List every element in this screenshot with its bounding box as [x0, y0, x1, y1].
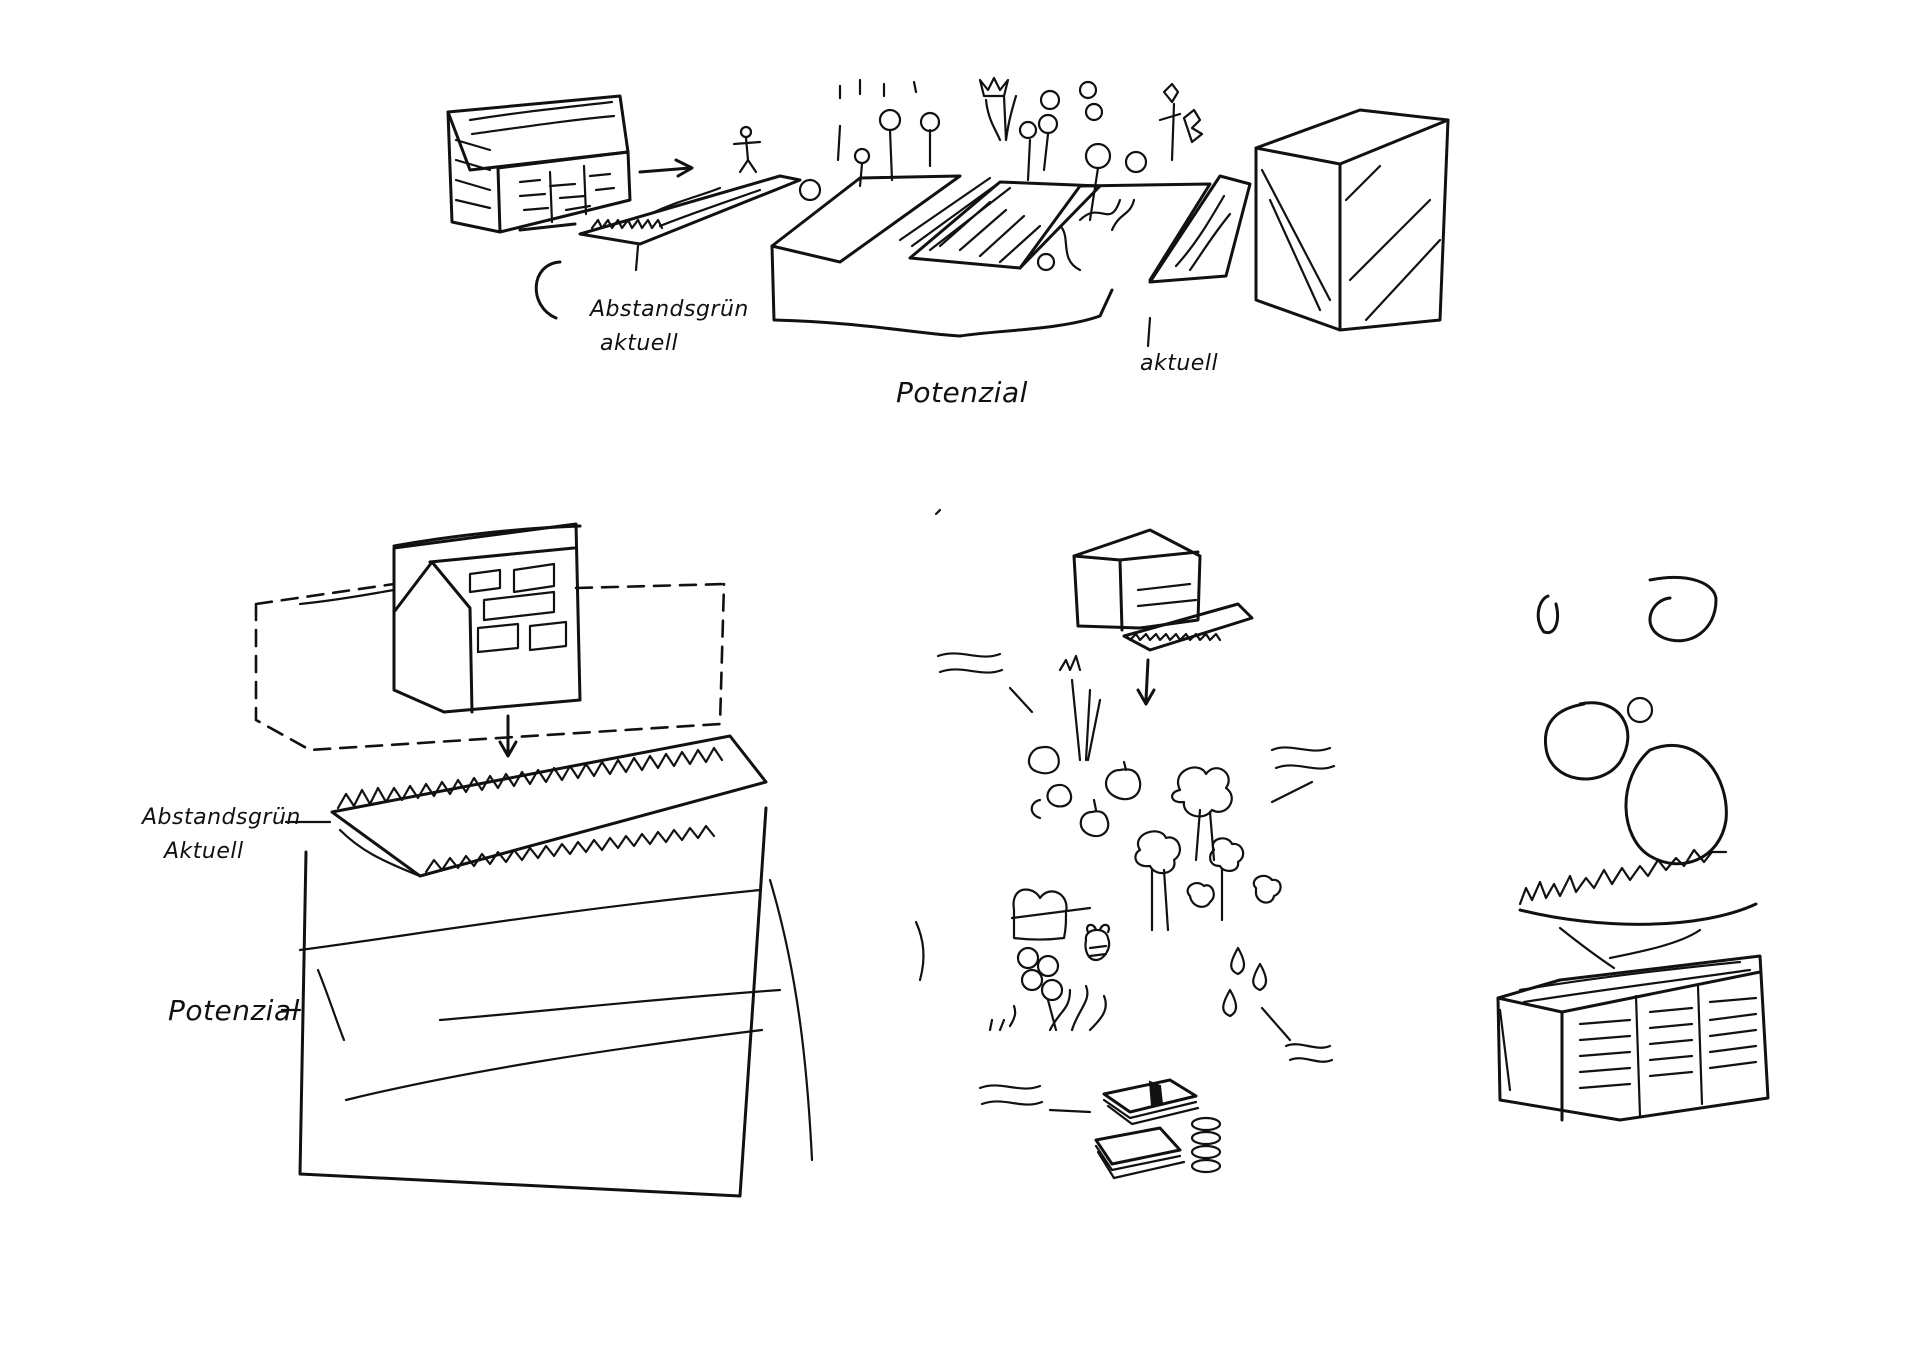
small-grass-strip	[1122, 602, 1254, 652]
arrow-down-right	[518, 222, 577, 232]
arrow-tree	[1270, 780, 1314, 804]
wind-icon-bottom-right	[1284, 1043, 1334, 1063]
bracket-left	[534, 260, 562, 320]
top-panorama: Abstandsgrün aktuell	[446, 76, 1450, 409]
grass-base	[1518, 902, 1758, 926]
trees-icon	[1134, 766, 1282, 932]
water-drops-icon	[1222, 946, 1268, 1018]
label-left-potenzial: Potenzial	[168, 994, 300, 1027]
person-figure	[732, 125, 762, 174]
tower-building-sketch	[1254, 108, 1450, 332]
arrow-right	[638, 158, 694, 178]
wind-icon	[936, 652, 1004, 674]
label-tick	[634, 244, 640, 272]
bubble-small-2	[1648, 575, 1718, 643]
building-right-sketch	[1496, 954, 1770, 1122]
dashed-frame	[254, 582, 728, 752]
arrow-down-house	[498, 714, 518, 758]
bubble-small-1	[1536, 594, 1559, 635]
label-tick-right	[1146, 316, 1152, 348]
stray-mark	[934, 508, 942, 516]
label-left-aktuell: Aktuell	[162, 839, 244, 864]
arrow-down-benefits	[1136, 658, 1156, 706]
bottom-left-sketch: Abstandsgrün Aktuell Potenzial	[140, 522, 814, 1198]
bubbles-building-sketch	[1496, 575, 1770, 1122]
plants-top-sketch	[798, 76, 1204, 272]
label-left-abstandsgruen: Abstandsgrün	[140, 805, 301, 830]
bubble-tiny	[1626, 696, 1654, 724]
vegetables-icon	[1027, 654, 1142, 838]
grass-hatching	[1558, 926, 1702, 970]
grass-top-right	[1518, 848, 1728, 906]
apartment-block-sketch	[446, 94, 632, 234]
grass-strip-sketch	[578, 174, 802, 246]
potenzial-bed-sketch	[770, 174, 1212, 338]
house-sketch	[392, 522, 582, 714]
label-top-aktuell-right: aktuell	[1140, 351, 1218, 376]
bee-icon	[1084, 923, 1111, 962]
label-top-aktuell-left: aktuell	[600, 331, 678, 356]
grass-strip-large	[330, 734, 768, 878]
benefits-cluster-sketch	[914, 508, 1336, 1180]
arrow-water	[1260, 1006, 1292, 1042]
aktuell-slope-sketch	[1148, 174, 1252, 284]
money-icon	[978, 1078, 1222, 1180]
wind-icon-bottom-left	[978, 1084, 1044, 1106]
bubble-medium	[1543, 701, 1630, 781]
label-top-potenzial: Potenzial	[896, 376, 1028, 409]
label-top-abstandsgruen: Abstandsgrün	[588, 297, 749, 322]
slope-hatching	[1174, 194, 1232, 272]
arrow-wind	[1008, 686, 1034, 714]
stray-curve	[914, 920, 925, 982]
potenzial-volume-sketch	[298, 806, 814, 1198]
small-building-sketch	[1072, 528, 1202, 632]
bench-icon	[1010, 888, 1092, 941]
wind-icon-right	[1270, 746, 1336, 770]
flower-icon	[988, 946, 1107, 1032]
bubble-large	[1624, 743, 1728, 866]
